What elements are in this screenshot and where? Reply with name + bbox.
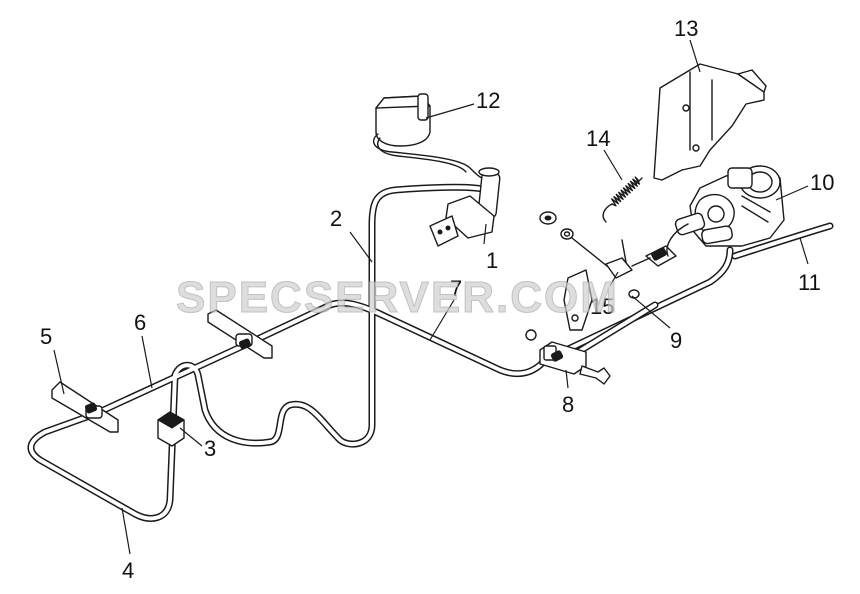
main-pipe [27, 183, 734, 522]
bracket-8 [525, 329, 611, 385]
callout-13: 13 [674, 16, 698, 41]
servo-valve-10 [666, 165, 785, 257]
callout-3: 3 [204, 436, 216, 461]
return-spring-14 [602, 176, 643, 223]
callout-12: 12 [476, 88, 500, 113]
pipe-fittings [84, 247, 667, 414]
callout-6: 6 [134, 310, 146, 335]
main-pipe-core [29, 185, 732, 521]
callout-9: 9 [670, 328, 682, 353]
clamp-3 [157, 411, 185, 447]
watermark-text: SPECSERVER.COM [176, 273, 619, 322]
callout-7: 7 [450, 276, 462, 301]
reservoir-12 [372, 93, 487, 181]
callout-15: 15 [590, 294, 614, 319]
callout-10: 10 [810, 170, 834, 195]
master-cylinder-1 [429, 167, 501, 247]
callout-11: 11 [798, 270, 821, 295]
callout-1: 1 [486, 248, 498, 273]
outlet-pipe-11-core [733, 224, 832, 258]
callout-2: 2 [330, 206, 342, 231]
callout-14: 14 [586, 126, 610, 151]
callout-4: 4 [122, 558, 134, 583]
washers [539, 211, 574, 240]
callout-leaders [53, 39, 809, 555]
pedal-bracket-13 [653, 63, 767, 181]
callout-labels: 1 2 3 4 5 6 7 8 9 10 11 12 13 14 15 [40, 16, 834, 583]
callout-8: 8 [562, 392, 574, 417]
callout-5: 5 [40, 324, 52, 349]
